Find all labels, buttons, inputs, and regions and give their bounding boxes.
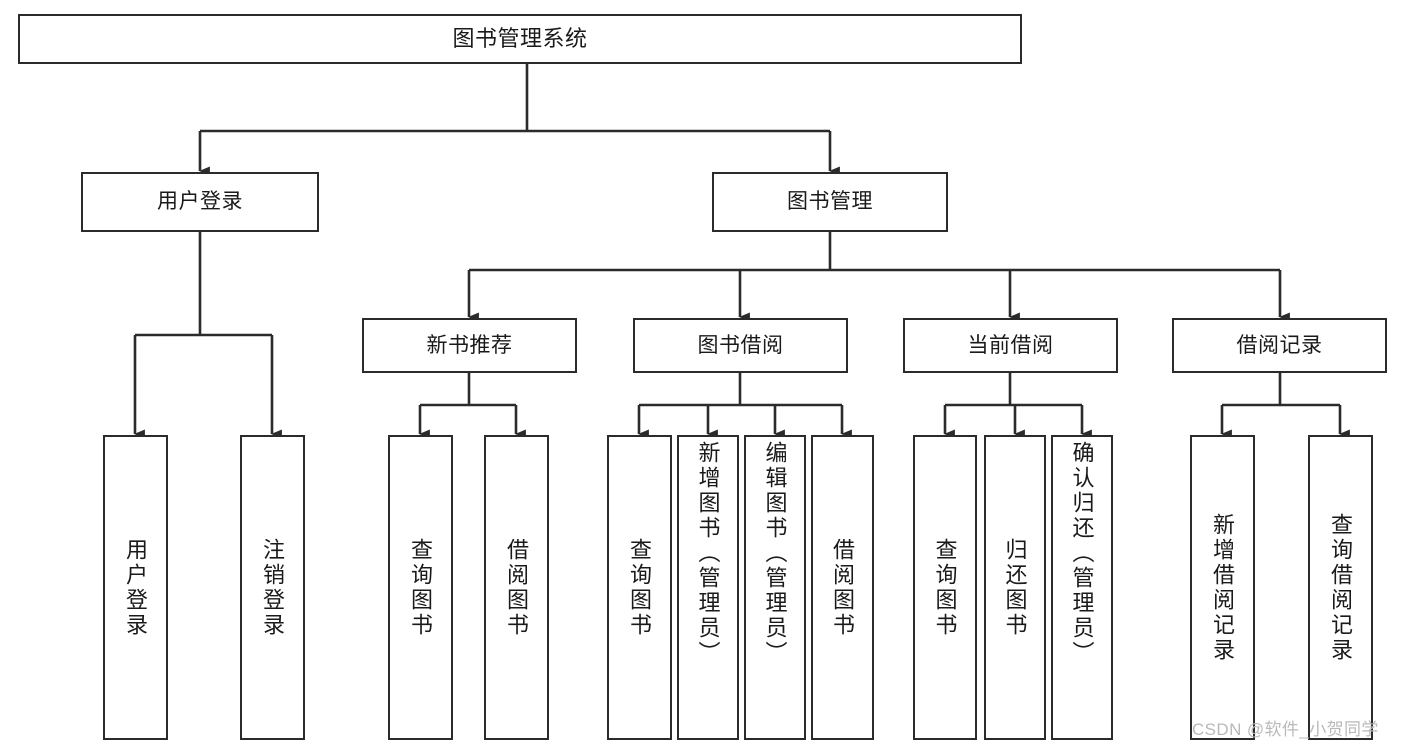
node-leaf-return-book[interactable]: 归还图书 (984, 435, 1046, 740)
node-leaf-user-login-label: 用户登录 (123, 537, 149, 638)
node-leaf-add-borrow-record-label: 新增借阅记录 (1210, 512, 1236, 663)
node-borrow-record[interactable]: 借阅记录 (1172, 318, 1387, 373)
node-new-book-recommend[interactable]: 新书推荐 (362, 318, 577, 373)
csdn-watermark: CSDN @软件_小贺同学 (1192, 720, 1379, 739)
node-borrow-record-label: 借阅记录 (1236, 333, 1323, 357)
node-leaf-query-book-3-label: 查询图书 (932, 537, 958, 638)
node-leaf-query-book-1[interactable]: 查询图书 (388, 435, 453, 740)
node-leaf-add-book-admin-label: 新增图书（管理员） (695, 441, 721, 666)
node-leaf-add-borrow-record[interactable]: 新增借阅记录 (1190, 435, 1255, 740)
node-leaf-query-borrow-record[interactable]: 查询借阅记录 (1308, 435, 1373, 740)
node-leaf-logout-label: 注销登录 (260, 537, 286, 638)
node-root[interactable]: 图书管理系统 (18, 14, 1022, 64)
node-book-manage[interactable]: 图书管理 (712, 172, 948, 232)
node-current-borrow-label: 当前借阅 (967, 333, 1054, 357)
node-new-book-recommend-label: 新书推荐 (426, 333, 513, 357)
node-leaf-query-book-1-label: 查询图书 (408, 537, 434, 638)
node-leaf-add-book-admin[interactable]: 新增图书（管理员） (677, 435, 739, 740)
node-book-manage-label: 图书管理 (787, 190, 873, 214)
node-book-borrow-label: 图书借阅 (697, 333, 784, 357)
node-book-borrow[interactable]: 图书借阅 (633, 318, 848, 373)
node-leaf-query-book-2[interactable]: 查询图书 (607, 435, 672, 740)
node-leaf-confirm-return-admin-label: 确认归还（管理员） (1069, 441, 1095, 666)
node-leaf-borrow-book-1[interactable]: 借阅图书 (484, 435, 549, 740)
node-user-login[interactable]: 用户登录 (81, 172, 319, 232)
node-leaf-user-login[interactable]: 用户登录 (103, 435, 168, 740)
node-leaf-edit-book-admin-label: 编辑图书（管理员） (762, 441, 788, 666)
node-leaf-query-book-3[interactable]: 查询图书 (913, 435, 977, 740)
node-current-borrow[interactable]: 当前借阅 (903, 318, 1118, 373)
node-leaf-borrow-book-2[interactable]: 借阅图书 (811, 435, 874, 740)
node-leaf-query-book-2-label: 查询图书 (627, 537, 653, 638)
node-leaf-edit-book-admin[interactable]: 编辑图书（管理员） (744, 435, 806, 740)
node-leaf-borrow-book-2-label: 借阅图书 (830, 537, 856, 638)
node-leaf-confirm-return-admin[interactable]: 确认归还（管理员） (1051, 435, 1113, 740)
node-leaf-borrow-book-1-label: 借阅图书 (504, 537, 530, 638)
node-user-login-label: 用户登录 (157, 190, 243, 214)
node-leaf-return-book-label: 归还图书 (1002, 537, 1028, 638)
node-leaf-logout[interactable]: 注销登录 (240, 435, 305, 740)
node-leaf-query-borrow-record-label: 查询借阅记录 (1328, 512, 1354, 663)
node-root-label: 图书管理系统 (452, 25, 588, 51)
